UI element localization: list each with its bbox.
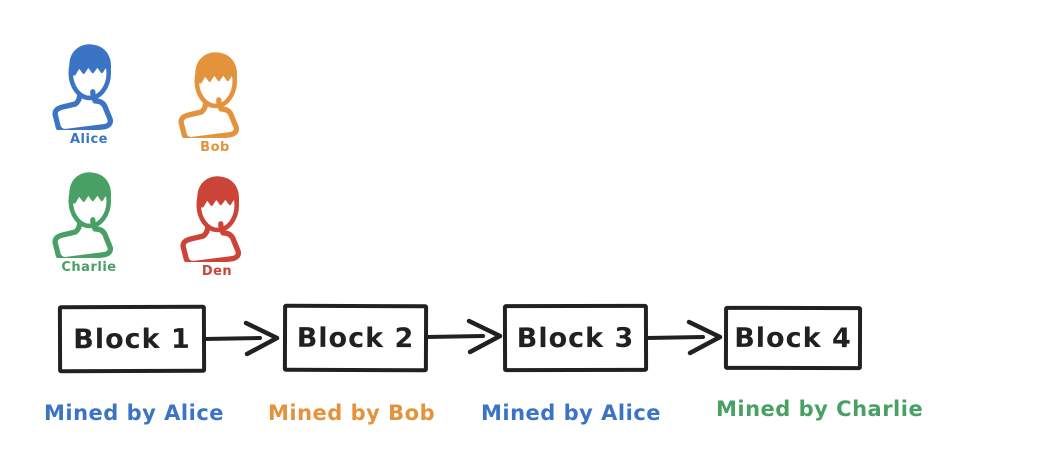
right-arrow-icon	[425, 318, 503, 355]
block-4: Block 4	[723, 305, 863, 371]
mined-by-label: Mined by Alice	[44, 401, 225, 425]
miner-avatar-charlie: Charlie	[46, 168, 132, 275]
block-label: Block 1	[73, 323, 191, 355]
mined-by-label: Mined by Alice	[481, 401, 662, 425]
person-icon	[177, 48, 253, 138]
miner-name-label: Charlie	[61, 260, 117, 275]
person-icon	[51, 168, 127, 258]
miner-name-label: Den	[201, 264, 233, 279]
block-label: Block 4	[734, 322, 852, 354]
block-3: Block 3	[502, 303, 649, 373]
block-label: Block 2	[296, 322, 415, 354]
miner-avatar-bob: Bob	[172, 48, 258, 155]
mined-by-label: Mined by Charlie	[716, 397, 924, 421]
person-icon	[179, 172, 255, 262]
miner-name-label: Alice	[70, 132, 108, 147]
right-arrow-icon	[645, 319, 723, 356]
miner-avatar-den: Den	[174, 172, 260, 279]
right-arrow-icon	[202, 320, 280, 357]
miner-avatar-alice: Alice	[46, 40, 132, 147]
mined-by-label: Mined by Bob	[268, 401, 436, 425]
block-1: Block 1	[57, 304, 207, 374]
block-2: Block 2	[282, 303, 429, 373]
miner-name-label: Bob	[200, 140, 230, 155]
block-label: Block 3	[516, 322, 635, 354]
person-icon	[51, 40, 127, 130]
